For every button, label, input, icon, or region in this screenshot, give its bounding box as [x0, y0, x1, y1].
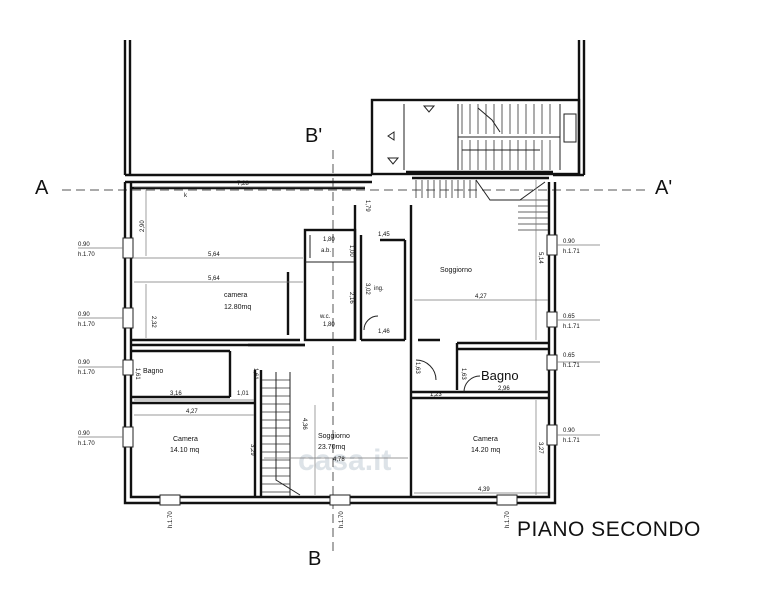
dim-163-b: 1,63 — [460, 368, 466, 380]
window-bottom-1-height: h.1.70 — [168, 511, 174, 528]
dim-232: 2,32 — [150, 316, 156, 328]
room-ab: a.b. — [321, 248, 331, 254]
room-camera-right-area: 14.20 mq — [471, 447, 500, 454]
section-label-b: B — [308, 548, 321, 570]
floor-title: PIANO SECONDO — [517, 518, 701, 541]
window-right-1-height: h.1.71 — [563, 249, 580, 255]
section-label-b-prime: B' — [305, 125, 322, 147]
window-right-2-height: h.1.71 — [563, 324, 580, 330]
upper-walls — [123, 40, 586, 177]
room-soggiorno-center-name: Soggiorno — [318, 433, 350, 440]
dim-302: 3,02 — [364, 283, 370, 295]
room-camera-right-name: Camera — [473, 436, 498, 443]
section-label-a-prime: A' — [655, 177, 672, 199]
window-right-1-width: 0.90 — [563, 239, 575, 245]
window-right-2-width: 0.65 — [563, 314, 575, 320]
room-camera-left-area: 14.10 mq — [170, 447, 199, 454]
window-left-3-height: h.1.70 — [78, 370, 95, 376]
dim-478: 4,78 — [333, 457, 345, 463]
window-right-3-width: 0.65 — [563, 353, 575, 359]
dim-163: 1,63 — [414, 362, 420, 374]
misc-k: k — [184, 193, 188, 199]
dim-296: 2,96 — [498, 386, 510, 392]
dim-329: 3,29 — [249, 444, 255, 456]
window-left-3-width: 0.90 — [78, 360, 90, 366]
window-left-1-width: 0.90 — [78, 242, 90, 248]
watermark: casa.it — [298, 444, 391, 477]
dim-145: 1,45 — [378, 232, 390, 238]
window-left-2-height: h.1.70 — [78, 322, 95, 328]
interior-walls — [131, 205, 549, 497]
room-bagno-left: Bagno — [143, 368, 163, 375]
room-ing: ing. — [374, 286, 384, 292]
dim-436: 4,36 — [301, 418, 307, 430]
room-bagno-right: Bagno — [481, 368, 519, 383]
center-staircase — [262, 372, 301, 497]
dim-top-width: 7,28 — [237, 181, 249, 187]
dim-290: 2,90 — [140, 220, 146, 232]
dim-439: 4,39 — [478, 487, 490, 493]
dim-327: 3,27 — [537, 442, 543, 454]
dim-564-a: 5,64 — [208, 252, 220, 258]
window-left-1-height: h.1.70 — [78, 252, 95, 258]
dim-179: 1,79 — [364, 200, 370, 212]
dim-180-b: 1,80 — [323, 322, 335, 328]
dim-146: 1,46 — [378, 329, 390, 335]
window-bottom-3-height: h.1.70 — [505, 511, 511, 528]
window-right-4-width: 0.90 — [563, 428, 575, 434]
dim-123: 1,23 — [430, 392, 442, 398]
window-left-2-width: 0.90 — [78, 312, 90, 318]
right-staircase — [415, 179, 548, 231]
dim-161: 1,61 — [134, 368, 140, 380]
doors — [363, 315, 481, 393]
dim-427-a: 4,27 — [475, 294, 487, 300]
dim-316: 3,16 — [170, 391, 182, 397]
windows — [122, 234, 558, 506]
window-right-3-height: h.1.71 — [563, 363, 580, 369]
dim-101: 1,01 — [237, 391, 249, 397]
room-camera-left-name: Camera — [173, 436, 198, 443]
room-camera-top-name: camera — [224, 292, 247, 299]
room-soggiorno-right: Soggiorno — [440, 267, 472, 274]
window-bottom-2-height: h.1.70 — [339, 511, 345, 528]
dimension-lines — [134, 180, 548, 495]
section-label-a: A — [35, 177, 49, 199]
window-leaders — [78, 244, 600, 438]
dim-161-b: 1,61 — [252, 368, 258, 380]
dim-216: 2,16 — [348, 292, 354, 304]
top-staircase — [386, 104, 577, 170]
dim-180-a: 1,80 — [323, 237, 335, 243]
window-right-4-height: h.1.71 — [563, 438, 580, 444]
window-left-4-height: h.1.70 — [78, 441, 95, 447]
room-wc: w.c. — [319, 314, 331, 320]
dim-427-b: 4,27 — [186, 409, 198, 415]
window-left-4-width: 0.90 — [78, 431, 90, 437]
room-camera-top-area: 12.80mq — [224, 304, 251, 311]
dim-100: 1,00 — [348, 245, 354, 257]
room-soggiorno-center-area: 23.70mq — [318, 444, 345, 451]
dim-514: 5,14 — [537, 252, 543, 264]
dim-564-b: 5,64 — [208, 276, 220, 282]
